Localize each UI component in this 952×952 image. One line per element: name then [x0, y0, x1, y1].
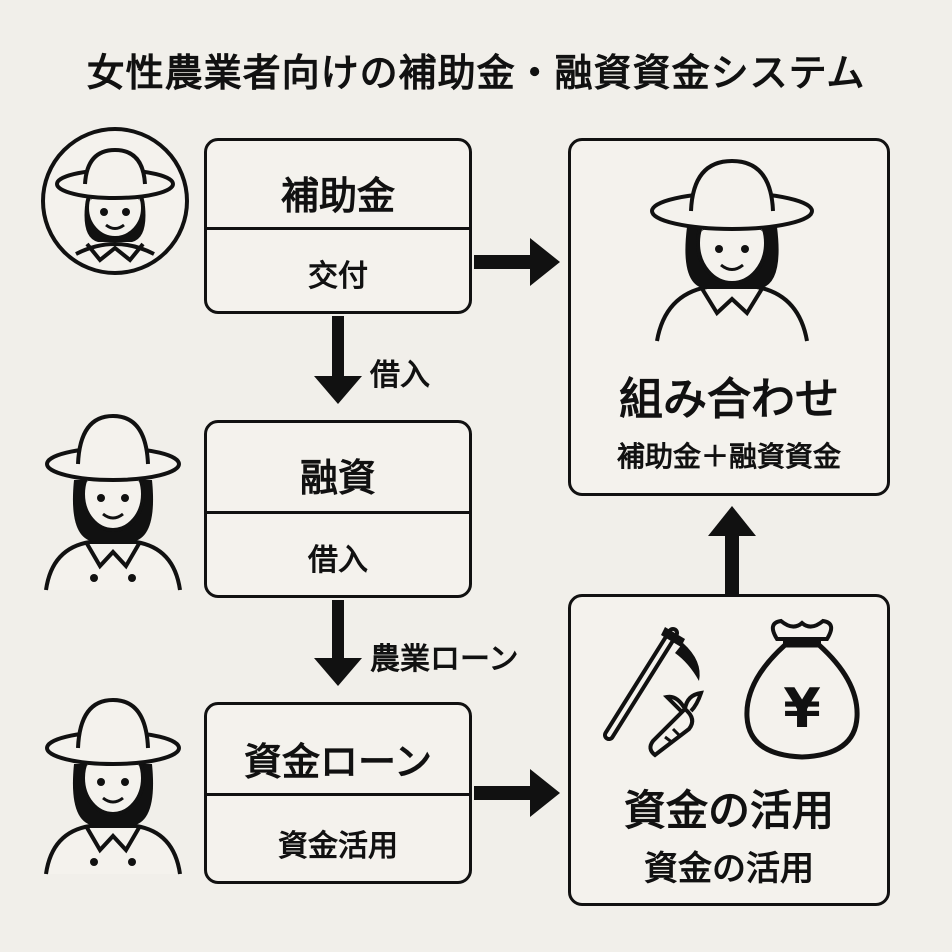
- arrow-label-borrow: 借入: [370, 358, 430, 393]
- combine-box: 組み合わせ 補助金＋融資資金: [568, 138, 890, 496]
- step-box-subsidy: 補助金 交付: [204, 138, 472, 314]
- usage-box: ¥ 資金の活用 資金の活用: [568, 594, 890, 906]
- usage-subtitle: 資金の活用: [644, 849, 814, 889]
- arrow-down-2: [314, 600, 362, 686]
- divider: [207, 511, 469, 514]
- carrot-icon: [648, 690, 704, 758]
- step-subtitle: 資金活用: [278, 829, 398, 864]
- divider: [207, 227, 469, 230]
- arrow-down-1: [314, 316, 362, 404]
- step-subtitle: 借入: [308, 543, 368, 578]
- arrow-label-farm-loan: 農業ローン: [370, 642, 519, 677]
- farmer-avatar-icon: [44, 697, 182, 875]
- money-bag-icon: ¥: [744, 618, 860, 760]
- arrow-right-top: [474, 238, 560, 286]
- step-title: 補助金: [280, 174, 395, 218]
- hoe-icon: [603, 627, 700, 741]
- page-title: 女性農業者向けの補助金・融資資金システム: [86, 51, 866, 95]
- step-box-fund-loan: 資金ローン 資金活用: [204, 702, 472, 884]
- combine-title: 組み合わせ: [619, 374, 839, 425]
- step-title: 資金ローン: [243, 740, 433, 784]
- divider: [207, 793, 469, 796]
- step-title: 融資: [299, 456, 376, 500]
- farmer-avatar-icon: [44, 413, 182, 591]
- farmer-icon: [650, 158, 814, 342]
- step-subtitle: 交付: [308, 259, 368, 294]
- step-box-loan: 融資 借入: [204, 420, 472, 598]
- farmer-avatar-circle-icon: [41, 127, 189, 275]
- combine-subtitle: 補助金＋融資資金: [616, 440, 841, 473]
- usage-title: 資金の活用: [623, 786, 834, 835]
- arrow-right-bottom: [474, 769, 560, 817]
- arrow-up-right: [708, 506, 756, 594]
- yen-symbol: ¥: [783, 677, 821, 740]
